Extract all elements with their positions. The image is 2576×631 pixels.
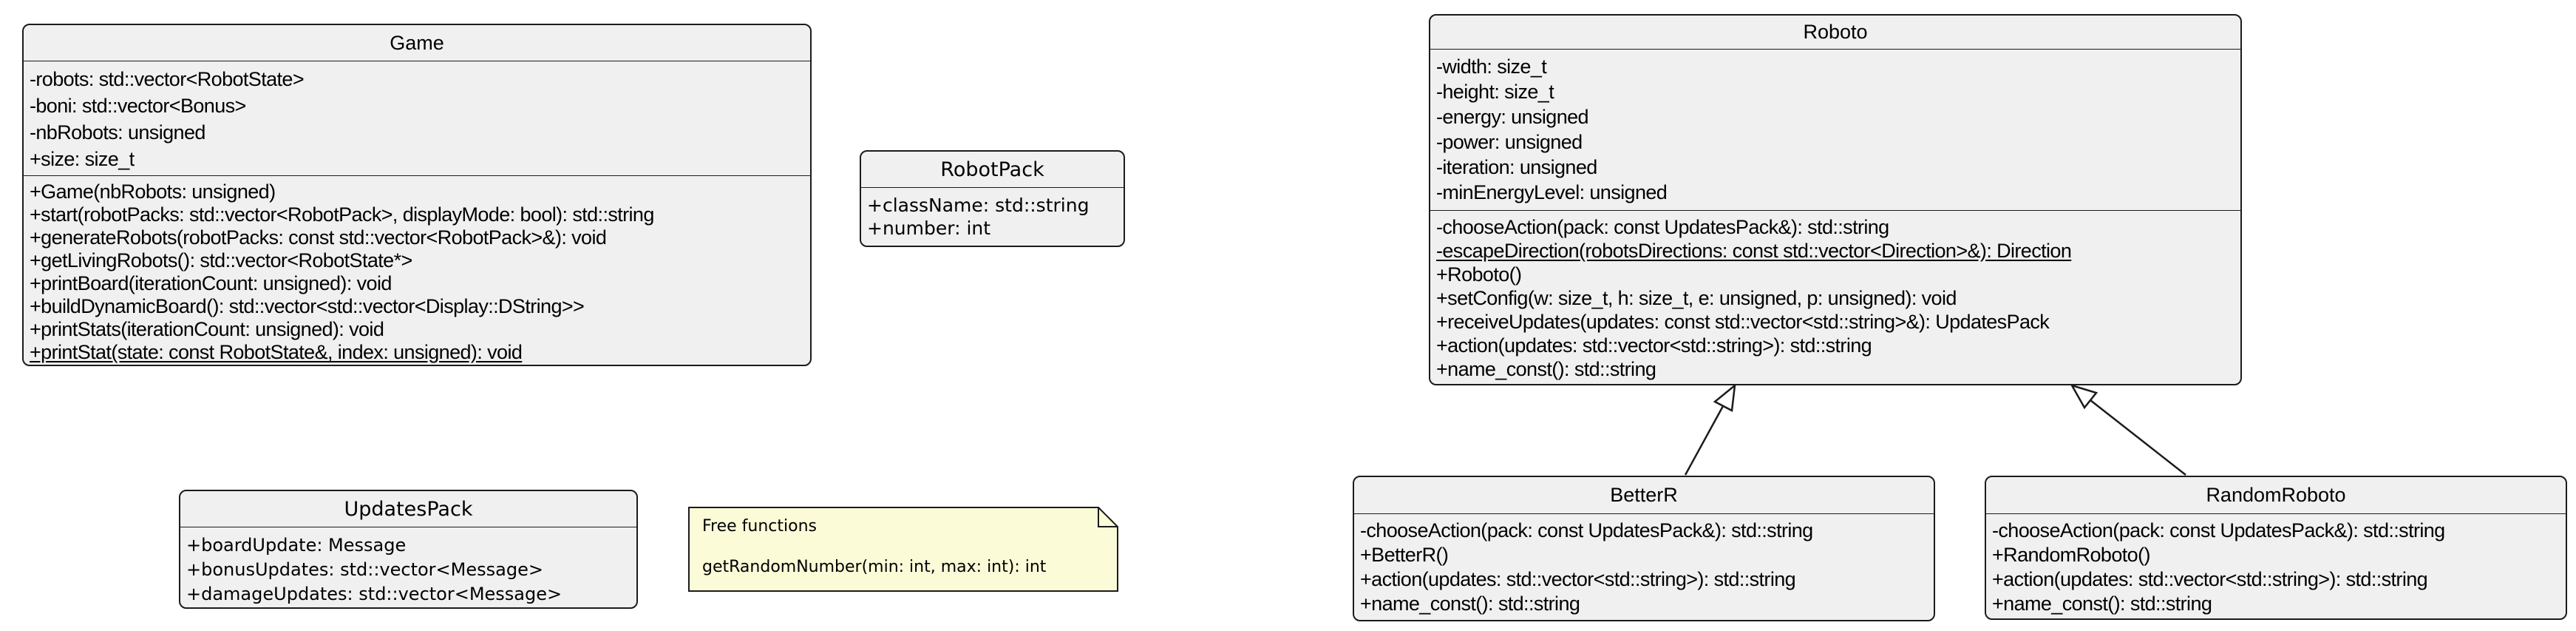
class-title-betterr: BetterR: [1354, 477, 1934, 514]
methods-section-roboto: -chooseAction(pack: const UpdatesPack&):…: [1430, 210, 2240, 381]
method: +Game(nbRobots: unsigned): [30, 180, 276, 203]
method: +receiveUpdates(updates: const std::vect…: [1436, 311, 2050, 333]
class-title-robotpack: RobotPack: [861, 152, 1124, 188]
method: +Roboto(): [1436, 263, 1522, 286]
attribute: -width: size_t: [1436, 55, 1547, 78]
class-box-randomroboto: RandomRoboto -chooseAction(pack: const U…: [1985, 476, 2567, 620]
attribute: +boardUpdate: Message: [186, 535, 407, 556]
attribute: +damageUpdates: std::vector<Message>: [186, 584, 563, 604]
method: +printBoard(iterationCount: unsigned): v…: [30, 272, 392, 294]
method: -chooseAction(pack: const UpdatesPack&):…: [1436, 216, 1889, 238]
attribute: -height: size_t: [1436, 81, 1554, 103]
attribute: +size: size_t: [30, 148, 135, 170]
method: +printStats(iterationCount: unsigned): v…: [30, 318, 384, 340]
method: -chooseAction(pack: const UpdatesPack&):…: [1992, 519, 2445, 541]
class-title-roboto: Roboto: [1430, 16, 2240, 50]
method: +getLivingRobots(): std::vector<RobotSta…: [30, 249, 412, 271]
class-box-game: Game -robots: std::vector<RobotState> -b…: [22, 24, 812, 366]
class-box-updatespack: UpdatesPack +boardUpdate: Message +bonus…: [179, 490, 638, 609]
methods-section-game: +Game(nbRobots: unsigned) +start(robotPa…: [24, 175, 810, 364]
method: +start(robotPacks: std::vector<RobotPack…: [30, 203, 654, 226]
note-body: getRandomNumber(min: int, max: int): int: [702, 558, 1047, 576]
note-fold-corner: [1098, 507, 1118, 527]
method: +BetterR(): [1360, 544, 1449, 566]
note-title: Free functions: [702, 517, 818, 536]
class-title-game: Game: [24, 25, 810, 61]
methods-section-randomroboto: -chooseAction(pack: const UpdatesPack&):…: [1986, 514, 2566, 616]
method: +action(updates: std::vector<std::string…: [1992, 568, 2428, 590]
attributes-section-robotpack: +className: std::string +number: int: [861, 188, 1124, 240]
class-box-robotpack: RobotPack +className: std::string +numbe…: [860, 150, 1125, 247]
class-box-betterr: BetterR -chooseAction(pack: const Update…: [1353, 476, 1935, 621]
attributes-section-updatespack: +boardUpdate: Message +bonusUpdates: std…: [180, 527, 636, 607]
class-title-randomroboto: RandomRoboto: [1986, 477, 2566, 514]
attribute: -energy: unsigned: [1436, 106, 1589, 128]
attribute: -minEnergyLevel: unsigned: [1436, 181, 1668, 203]
attribute: +className: std::string: [867, 195, 1090, 216]
method: +RandomRoboto(): [1992, 544, 2150, 566]
attribute: -robots: std::vector<RobotState>: [30, 68, 305, 90]
static-method: +printStat(state: const RobotState&, ind…: [30, 341, 523, 363]
method: +name_const(): std::string: [1360, 593, 1580, 615]
attributes-section-roboto: -width: size_t -height: size_t -energy: …: [1430, 50, 2240, 210]
note-shape: [688, 507, 1118, 592]
inheritance-arrow-randomroboto-roboto: [2070, 383, 2186, 476]
attribute: -power: unsigned: [1436, 131, 1583, 153]
class-title-updatespack: UpdatesPack: [180, 491, 636, 527]
method: +action(updates: std::vector<std::string…: [1436, 334, 1872, 357]
static-method: -escapeDirection(robotsDirections: const…: [1436, 240, 2072, 262]
method: +action(updates: std::vector<std::string…: [1360, 568, 1796, 590]
attribute: +number: int: [867, 217, 991, 239]
attribute: -boni: std::vector<Bonus>: [30, 95, 246, 117]
method: -chooseAction(pack: const UpdatesPack&):…: [1360, 519, 1813, 541]
method: +setConfig(w: size_t, h: size_t, e: unsi…: [1436, 287, 1957, 309]
method: +name_const(): std::string: [1992, 593, 2212, 615]
inheritance-arrow-betterr-roboto: [1684, 383, 1736, 476]
class-box-roboto: Roboto -width: size_t -height: size_t -e…: [1429, 14, 2242, 385]
attribute: +bonusUpdates: std::vector<Message>: [186, 559, 543, 580]
attributes-section-game: -robots: std::vector<RobotState> -boni: …: [24, 61, 810, 175]
attribute: -nbRobots: unsigned: [30, 121, 205, 144]
methods-section-betterr: -chooseAction(pack: const UpdatesPack&):…: [1354, 514, 1934, 616]
attribute: -iteration: unsigned: [1436, 156, 1597, 178]
method: +name_const(): std::string: [1436, 358, 1656, 380]
method: +buildDynamicBoard(): std::vector<std::v…: [30, 295, 585, 317]
method: +generateRobots(robotPacks: const std::v…: [30, 226, 607, 249]
